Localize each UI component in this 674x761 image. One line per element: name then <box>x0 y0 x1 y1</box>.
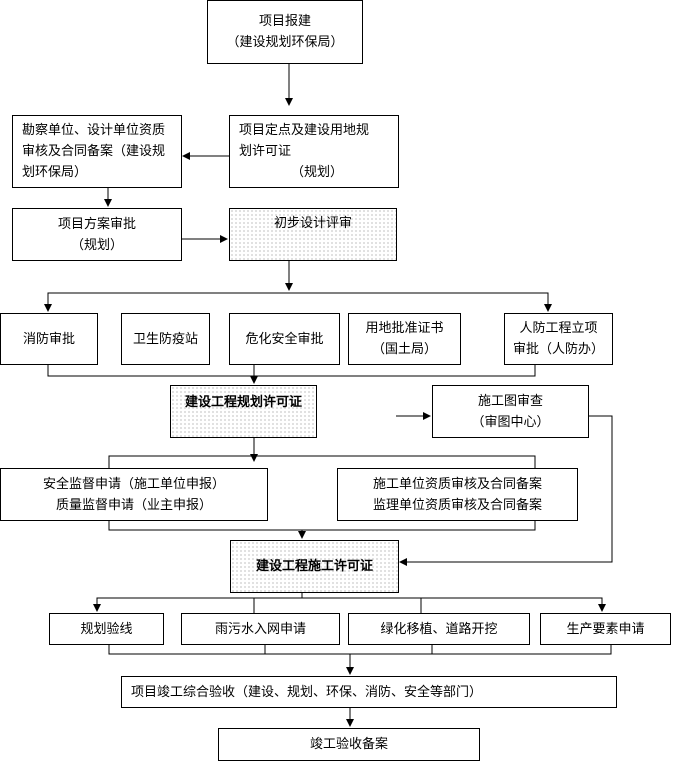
merge-row <box>47 364 536 377</box>
node-construction-drawing-review: 施工图审查 （审图中心） <box>432 385 589 438</box>
node-hazardous-safety-approval: 危化安全审批 <box>229 313 340 365</box>
node-civil-defense-approval: 人防工程立项 审批（人防办） <box>504 313 613 365</box>
node-completion-filing: 竣工验收备案 <box>218 728 480 761</box>
node-site-permit: 项目定点及建设用地规 划许可证 （规划） <box>229 115 399 188</box>
node-completion-acceptance: 项目竣工综合验收（建设、规划、环保、消防、安全等部门） <box>121 676 617 708</box>
branch-top-row <box>47 292 549 311</box>
node-planning-permit: 建设工程规划许可证 <box>170 385 317 438</box>
bracket-top <box>108 455 536 468</box>
node-construction-permit: 建设工程施工许可证 <box>230 540 399 593</box>
node-land-use-certificate: 用地批准证书 （国土局） <box>348 313 461 365</box>
node-greening-road-excavation: 绿化移植、道路开挖 <box>348 613 530 645</box>
node-planning-line-check: 规划验线 <box>49 613 164 645</box>
node-health-epidemic-station: 卫生防疫站 <box>121 313 210 365</box>
node-production-factor-application: 生产要素申请 <box>540 613 671 645</box>
node-scheme-approval: 项目方案审批 （规划） <box>12 208 182 261</box>
node-preliminary-design-review: 初步设计评审 <box>229 208 397 261</box>
node-supervision-application: 安全监督申请（施工单位申报） 质量监督申请（业主申报） <box>0 468 268 521</box>
node-survey-design-qualification: 勘察单位、设计单位资质 审核及合同备案（建设规 划环保局） <box>12 115 182 188</box>
merge-bottom-row <box>108 644 612 655</box>
node-fire-approval: 消防审批 <box>0 313 98 365</box>
node-project-report: 项目报建 （建设规划环保局） <box>207 0 363 64</box>
node-stormwater-sewer-application: 雨污水入网申请 <box>181 613 340 645</box>
bracket-bottom <box>108 520 536 531</box>
branch-bottom-row <box>96 597 603 611</box>
arrow-drawing-to-construction <box>399 415 613 566</box>
node-contractor-qualification: 施工单位资质审核及合同备案 监理单位资质审核及合同备案 <box>337 468 578 521</box>
